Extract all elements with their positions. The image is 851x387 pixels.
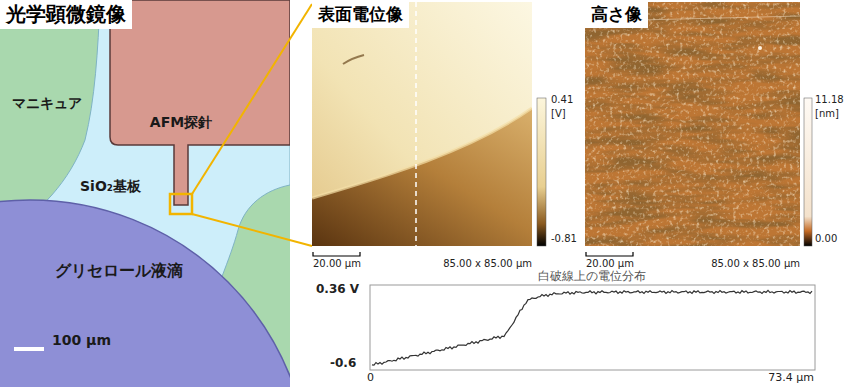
edge-glow	[312, 108, 532, 198]
scale-label: 20.00 μm	[313, 258, 361, 270]
potential-colorbar	[537, 98, 546, 246]
zoom-box	[170, 194, 192, 214]
colorbar-value: 0.41	[551, 94, 573, 106]
scale-bar	[313, 252, 360, 256]
scan-line	[640, 16, 800, 20]
particle	[758, 46, 762, 50]
zoom-leader	[192, 214, 312, 246]
part-name: グリセロール液滴	[55, 262, 183, 280]
scale-bar	[14, 347, 44, 351]
height-texture	[585, 2, 800, 246]
part-name: AFM探針	[150, 114, 212, 130]
colorbar-value: -0.81	[551, 233, 577, 245]
colorbar-value: 0.00	[815, 233, 837, 245]
colorbar-unit: [V]	[551, 108, 566, 120]
axis-value: 0.36 V	[316, 283, 359, 297]
height-image	[585, 2, 800, 246]
plot-title: 白破線上の電位分布	[538, 270, 646, 284]
defect-mark	[343, 55, 364, 64]
afm-probe	[110, 0, 290, 205]
image-size: 85.00 x 85.00 μm	[711, 258, 800, 270]
height-colorbar	[804, 98, 812, 246]
potential-profile	[372, 290, 812, 365]
colorbar-value: 11.18	[815, 94, 844, 106]
axis-value: 0	[367, 372, 374, 385]
scale-bar	[586, 252, 633, 256]
profile-line	[415, 2, 417, 246]
scale-label: 100 μm	[52, 332, 111, 348]
panel-heading: 表面電位像	[312, 2, 409, 28]
image-size: 85.00 x 85.00 μm	[443, 258, 532, 270]
panel-heading: 光学顕微鏡像	[0, 0, 132, 29]
panel-heading: 高さ像	[585, 2, 648, 28]
plot-frame	[370, 285, 815, 370]
scale-label: 20.00 μm	[586, 258, 634, 270]
zoom-leader	[192, 4, 312, 194]
axis-value: -0.6	[330, 357, 356, 371]
potential-image	[312, 2, 532, 246]
axis-value: 73.4 μm	[768, 372, 814, 385]
colorbar-unit: [nm]	[815, 108, 839, 120]
part-name: SiO₂基板	[80, 178, 141, 194]
droplet-potential	[312, 108, 532, 246]
height-speckle	[585, 2, 800, 246]
part-name: マニキュア	[12, 95, 82, 111]
